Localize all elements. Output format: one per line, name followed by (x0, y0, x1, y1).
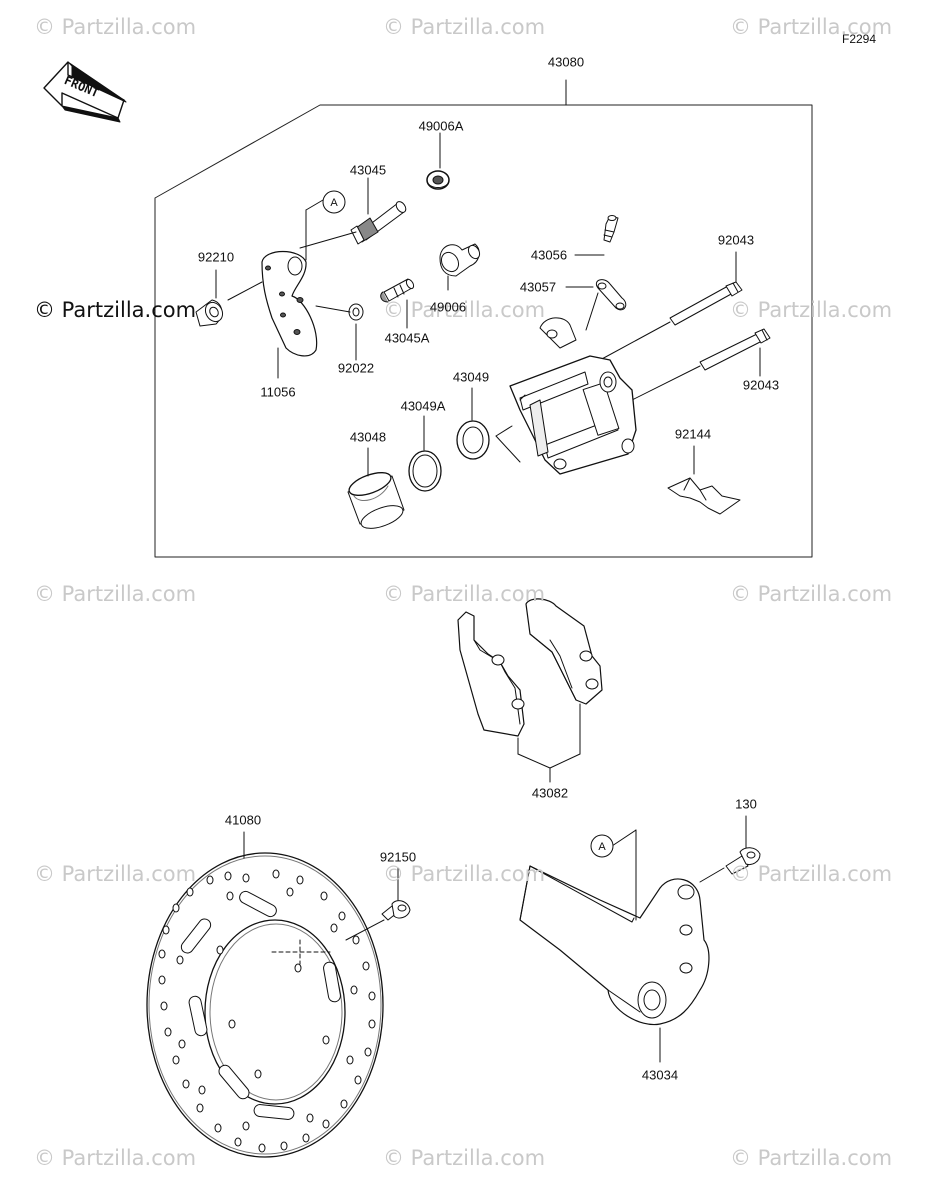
watermark: © Partzilla.com (34, 582, 197, 606)
bolt-92150 (381, 900, 411, 921)
bolt-130 (725, 847, 761, 875)
brake-disc-41080 (146, 852, 384, 1158)
part-label-43082[interactable]: 43082 (531, 785, 569, 801)
brake-disc-holes (158, 869, 376, 1153)
part-label-49006a[interactable]: 49006A (418, 118, 464, 134)
cap-43057 (596, 279, 627, 311)
watermark: © Partzilla.com (383, 298, 546, 322)
part-label-43080[interactable]: 43080 (547, 54, 585, 70)
part-label-49006[interactable]: 49006 (429, 299, 467, 315)
part-label-92043-upper[interactable]: 92043 (717, 232, 755, 248)
part-label-92022[interactable]: 92022 (337, 360, 375, 376)
watermark: © Partzilla.com (34, 15, 197, 39)
watermark: © Partzilla.com (730, 1146, 893, 1170)
part-label-130[interactable]: 130 (735, 796, 757, 812)
watermark: © Partzilla.com (383, 1146, 546, 1170)
diagram-code: F2294 (842, 32, 877, 46)
part-label-92150[interactable]: 92150 (379, 849, 417, 865)
watermark: © Partzilla.com (383, 582, 546, 606)
part-label-43049[interactable]: 43049 (452, 369, 490, 385)
bushing-92210 (195, 299, 224, 327)
part-label-92043-lower[interactable]: 92043 (742, 377, 780, 393)
watermark: © Partzilla.com (383, 15, 546, 39)
part-label-41080[interactable]: 41080 (224, 812, 262, 828)
washer-92022 (348, 303, 364, 321)
watermark: © Partzilla.com (383, 862, 546, 886)
part-label-43048[interactable]: 43048 (349, 429, 387, 445)
dust-seal-43049a (408, 450, 442, 492)
caliper-bracket-11056 (261, 251, 318, 357)
callout-a-upper: A (322, 190, 346, 214)
caliper-body (509, 317, 637, 475)
watermark: © Partzilla.com (730, 15, 893, 39)
brake-pad-left (457, 611, 525, 737)
svg-text:A: A (330, 197, 338, 209)
part-label-43057[interactable]: 43057 (519, 279, 557, 295)
part-label-43034[interactable]: 43034 (641, 1067, 679, 1083)
caliper-assembly-box (154, 104, 813, 558)
part-label-92210[interactable]: 92210 (197, 249, 235, 265)
part-label-43045[interactable]: 43045 (349, 162, 387, 178)
part-label-43045a[interactable]: 43045A (384, 330, 430, 346)
part-label-11056[interactable]: 11056 (260, 384, 296, 400)
part-label-43049a[interactable]: 43049A (400, 398, 446, 414)
part-label-92144[interactable]: 92144 (674, 426, 712, 442)
watermark: © Partzilla.com (730, 298, 893, 322)
pin-43045 (350, 201, 407, 245)
callout-a-lower: A (590, 834, 614, 858)
brake-pad-right (525, 598, 603, 705)
caliper-bracket-43034 (519, 865, 710, 1026)
svg-text:A: A (598, 841, 606, 853)
watermark: © Partzilla.com (730, 582, 893, 606)
front-arrow-icon: FRONT (43, 61, 127, 123)
bolt-92043-lower (699, 328, 771, 371)
watermark: © Partzilla.com (730, 862, 893, 886)
boot-49006 (439, 243, 481, 277)
piston-seal-43049 (456, 420, 490, 460)
bleeder-valve-43056 (603, 215, 619, 243)
part-label-43056[interactable]: 43056 (530, 247, 568, 263)
piston-43048 (347, 472, 405, 529)
bolt-92043-upper (669, 281, 743, 326)
pin-43045a (380, 278, 415, 303)
pad-spring-92144 (667, 477, 741, 515)
watermark: © Partzilla.com (34, 862, 197, 886)
watermark: © Partzilla.com (34, 298, 197, 322)
seal-49006a (426, 170, 450, 190)
watermark: © Partzilla.com (34, 1146, 197, 1170)
